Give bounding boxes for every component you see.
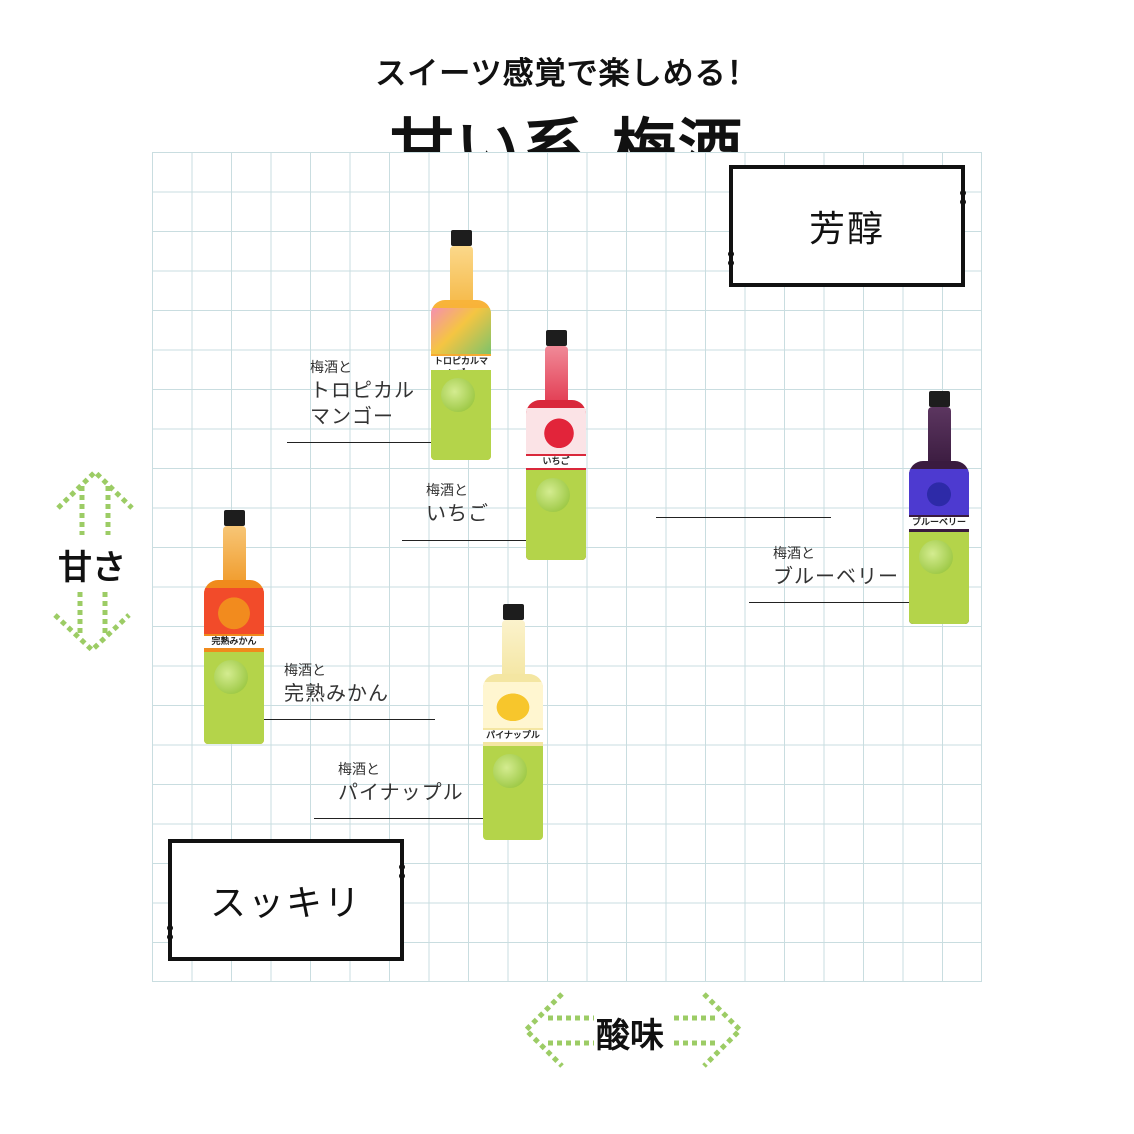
- leader-line-strawberry: [402, 540, 532, 541]
- strawberry-icon: [526, 408, 586, 454]
- bottle-cap: [224, 510, 245, 526]
- arrow-up-icon: [56, 468, 134, 510]
- axis-label-acidity: 酸味: [596, 1016, 664, 1056]
- bottle-mikan: 完熟みかん: [204, 510, 264, 744]
- bottle-pineapple: パイナップル: [483, 604, 543, 840]
- caption-mikan: 梅酒と 完熟みかん: [284, 660, 389, 706]
- caption-name: 完熟みかん: [284, 681, 389, 705]
- plum-icon: [493, 754, 527, 788]
- axis-label-sweetness: 甘さ: [58, 548, 126, 588]
- caption-prefix: 梅酒と: [773, 546, 815, 562]
- bottle-cap: [503, 604, 524, 620]
- caption-name: ブルーベリー: [773, 564, 899, 588]
- plum-icon: [919, 540, 953, 574]
- arrow-left-icon: [522, 992, 564, 1068]
- caption-name-line2: マンゴー: [310, 404, 394, 428]
- leader-line-pineapple: [314, 818, 484, 819]
- caption-mango: 梅酒と トロピカル マンゴー: [310, 357, 415, 429]
- plum-icon: [441, 378, 475, 412]
- bottle-label-text: ブルーベリー: [909, 517, 969, 529]
- pineapple-icon: [483, 682, 543, 728]
- plum-icon: [214, 660, 248, 694]
- bottle-cap: [546, 330, 567, 346]
- corner-label-clean: スッキリ: [209, 883, 362, 924]
- caption-strawberry: 梅酒と いちご: [426, 480, 489, 526]
- caption-blueberry: 梅酒と ブルーベリー: [773, 543, 899, 589]
- corner-label-rich: 芳醇: [808, 209, 885, 250]
- caption-prefix: 梅酒と: [310, 360, 352, 376]
- subtitle: スイーツ感覚で楽しめる！: [375, 56, 759, 92]
- blueberry-icon: [909, 469, 969, 515]
- dots-icon: [167, 922, 173, 943]
- leader-line-blueberry: [749, 602, 912, 603]
- leader-line-mikan: [262, 719, 435, 720]
- caption-pineapple: 梅酒と パイナップル: [338, 759, 464, 805]
- bottle-label-text: 完熟みかん: [204, 636, 264, 648]
- bottle-label-text: いちご: [526, 456, 586, 468]
- dots-icon: [399, 861, 405, 882]
- leader-line-mango: [287, 442, 437, 443]
- bottle-cap: [451, 230, 472, 246]
- bottle-strawberry: いちご: [526, 330, 586, 560]
- caption-name: トロピカル: [310, 378, 415, 402]
- caption-prefix: 梅酒と: [338, 762, 380, 778]
- plum-icon: [536, 478, 570, 512]
- arrow-down-icon: [53, 613, 131, 654]
- caption-prefix: 梅酒と: [284, 663, 326, 679]
- corner-box-rich: 芳醇: [728, 165, 966, 287]
- caption-name: パイナップル: [338, 780, 464, 804]
- corner-box-clean: スッキリ: [167, 839, 405, 961]
- leader-line-divider: [656, 517, 831, 518]
- mango-icon: [431, 308, 491, 354]
- caption-prefix: 梅酒と: [426, 483, 468, 499]
- dots-icon: [728, 248, 734, 269]
- dots-icon: [960, 187, 966, 208]
- caption-name: いちご: [426, 501, 489, 525]
- arrow-right-icon: [702, 992, 744, 1068]
- bottle-cap: [929, 391, 950, 407]
- bottle-label-text: パイナップル: [483, 730, 543, 742]
- bottle-blueberry: ブルーベリー: [909, 391, 969, 624]
- orange-icon: [204, 588, 264, 634]
